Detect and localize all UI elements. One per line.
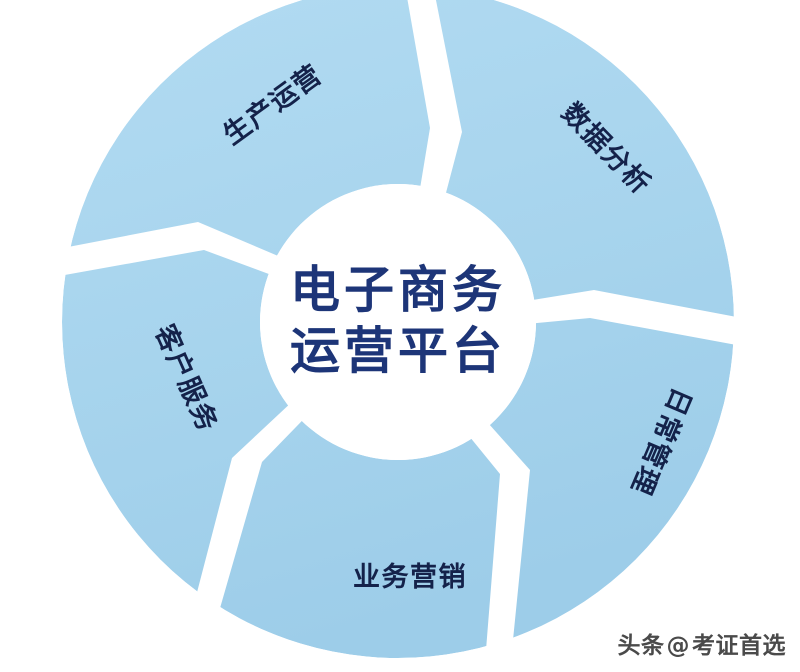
segment-label-business-marketing[interactable]: 业务营销	[353, 562, 467, 593]
watermark-at-symbol: @	[666, 633, 690, 659]
segment-gap-bottom-right	[386, 322, 530, 650]
center-title: 电子商务 运营平台	[290, 261, 506, 380]
watermark: 头条@考证首选	[618, 626, 787, 660]
segment-gap-bottom-left	[182, 314, 398, 650]
center-title-line-2: 运营平台	[290, 322, 506, 380]
center-title-line-1: 电子商务	[290, 261, 506, 319]
center-hub	[260, 184, 536, 460]
segment-gap-right	[398, 290, 742, 346]
segment-gap-left	[42, 222, 398, 322]
watermark-brand: 头条	[617, 633, 665, 659]
watermark-account: 考证首选	[692, 633, 786, 659]
